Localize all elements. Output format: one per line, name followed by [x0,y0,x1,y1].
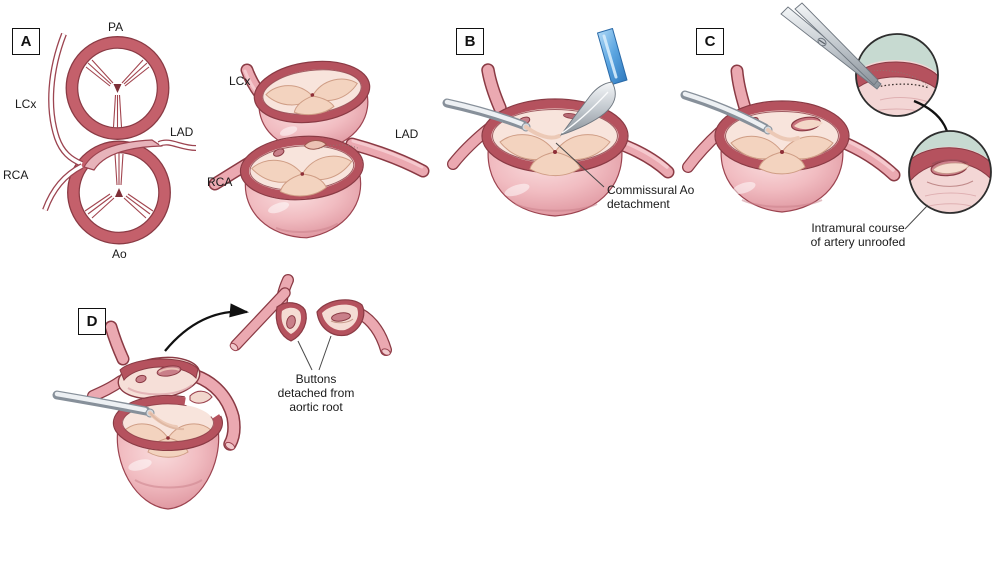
annotation-commissural-line2: detachment [607,197,670,211]
annotation-intramural: Intramural course of artery unroofed [800,221,916,249]
annotation-commissural: Commissural Ao detachment [607,183,694,211]
inset-unroofed [908,130,992,214]
annotation-intramural-line1: Intramural course [811,221,905,235]
ostium [273,148,285,157]
panel-b-art [442,28,675,217]
inset-incision [855,33,939,117]
label-rca-schematic: RCA [3,168,29,182]
label-rca-root: RCA [207,175,233,189]
leader-line-buttons-left [297,340,313,371]
transected-segment [117,356,201,400]
cut-flap [189,390,213,404]
annotation-commissural-line1: Commissural Ao [607,183,695,197]
label-pa: PA [108,20,124,34]
label-lcx-root: LCx [229,74,251,88]
panel-c-art [680,2,992,230]
annotation-intramural-line2: of artery unroofed [810,235,906,249]
intramural-flap [303,140,328,150]
label-lcx-schematic: LCx [15,97,37,111]
panel-d-art [52,274,392,510]
coronary-vessels-schematic [42,32,197,212]
annotation-buttons: Buttons detached from aortic root [263,372,369,414]
annotation-buttons-line3: aortic root [289,400,343,414]
panel-label-b: B [456,28,484,55]
leader-line-commissural [555,142,605,188]
detach-arrow [164,303,250,352]
panel-a-root-art [208,60,430,239]
panel-a-schematic-art [42,32,197,245]
aortic-root-notched [112,390,223,510]
panel-label-c: C [696,28,724,55]
label-ao: Ao [112,247,127,261]
annotation-buttons-line2: detached from [277,386,355,400]
panel-label-d: D [78,308,106,335]
detached-buttons [229,274,392,356]
panel-label-a: A [12,28,40,55]
scalpel [559,28,628,136]
leader-line-buttons-right [318,335,332,371]
label-lad-schematic: LAD [170,125,194,139]
scissors [780,2,882,90]
label-lad-root: LAD [395,127,419,141]
leader-line-intramural [904,204,929,230]
annotation-buttons-line1: Buttons [295,372,337,386]
